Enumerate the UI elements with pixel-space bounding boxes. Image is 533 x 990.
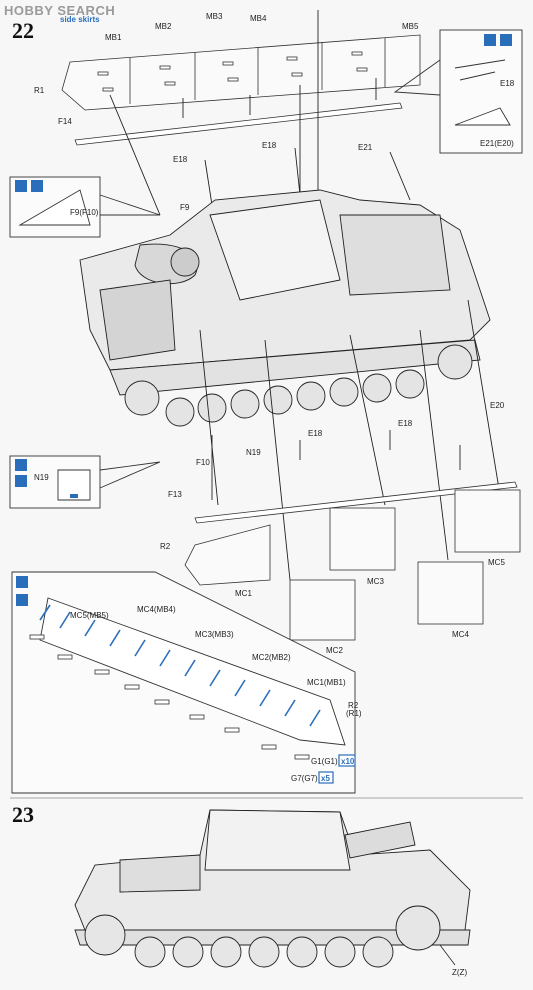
road-wheels-step22	[124, 344, 473, 427]
skirt-panels-bottom	[184, 489, 521, 641]
vehicle-hull-step22	[79, 189, 491, 396]
hanger-parts	[29, 634, 310, 760]
rail-f14	[74, 102, 403, 146]
hanger-markers	[39, 604, 321, 727]
label-g1: G1(G1)	[311, 757, 338, 766]
label-e21-e20: E21(E20)	[480, 139, 514, 148]
quantity-g7: x5	[321, 774, 330, 783]
label-mc4: MC4	[452, 630, 469, 639]
label-f10: F10	[196, 458, 210, 467]
label-mb3: MB3	[206, 12, 223, 21]
label-mc2: MC2	[326, 646, 343, 655]
label-e21: E21	[358, 143, 373, 152]
label-e18-b: E18	[262, 141, 277, 150]
label-e18-d: E18	[398, 419, 413, 428]
label-mb2: MB2	[155, 22, 172, 31]
label-g7: G7(G7)	[291, 774, 318, 783]
label-e18-a: E18	[173, 155, 188, 164]
label-mc5-mb5: MC5(MB5)	[70, 611, 109, 620]
quantity-g1: x10	[341, 757, 355, 766]
label-r1: R1	[34, 86, 45, 95]
glue-brush-icon	[484, 34, 496, 46]
label-f9-f10: F9(F10)	[70, 208, 99, 217]
label-mb1: MB1	[105, 33, 122, 42]
label-mb4: MB4	[250, 14, 267, 23]
hobby-search-logo: HOBBY SEARCH	[4, 3, 116, 18]
label-r2-r1-b: (R1)	[346, 709, 362, 718]
road-wheels-step23	[84, 905, 441, 968]
label-f14: F14	[58, 117, 72, 126]
label-f9: F9	[180, 203, 190, 212]
glue-brush-icon	[15, 459, 27, 471]
step-23-number: 23	[12, 802, 34, 827]
label-mc1: MC1	[235, 589, 252, 598]
label-z: Z(Z)	[452, 968, 467, 977]
step-22-number: 22	[12, 18, 34, 43]
label-r2: R2	[160, 542, 171, 551]
skirt-panels-top	[61, 34, 421, 111]
label-mc3-mb3: MC3(MB3)	[195, 630, 234, 639]
inset-e18-e21	[439, 29, 523, 154]
assembly-arrows-bottom	[199, 299, 501, 581]
label-e18-c: E18	[308, 429, 323, 438]
glue-brush-icon	[16, 576, 28, 588]
label-mc2-mb2: MC2(MB2)	[252, 653, 291, 662]
assembly-arrows-top	[109, 10, 411, 216]
cement-bottle-icon	[500, 34, 512, 46]
subtitle-side-skirts: side skirts	[60, 15, 100, 24]
rail-f13	[194, 481, 518, 524]
label-mc1-mb1: MC1(MB1)	[307, 678, 346, 687]
label-e18-inset: E18	[500, 79, 515, 88]
cement-bottle-icon	[15, 475, 27, 487]
cement-bottle-icon	[31, 180, 43, 192]
label-r2-r1-a: R2	[348, 701, 359, 710]
label-n19-a: N19	[246, 448, 261, 457]
label-mc5: MC5	[488, 558, 505, 567]
label-n19-b: N19	[34, 473, 49, 482]
label-mc4-mb4: MC4(MB4)	[137, 605, 176, 614]
paint-drop-icon	[16, 594, 28, 606]
label-mb5: MB5	[402, 22, 419, 31]
label-mc3: MC3	[367, 577, 384, 586]
glue-brush-icon	[15, 180, 27, 192]
label-f13: F13	[168, 490, 182, 499]
label-e20: E20	[490, 401, 505, 410]
